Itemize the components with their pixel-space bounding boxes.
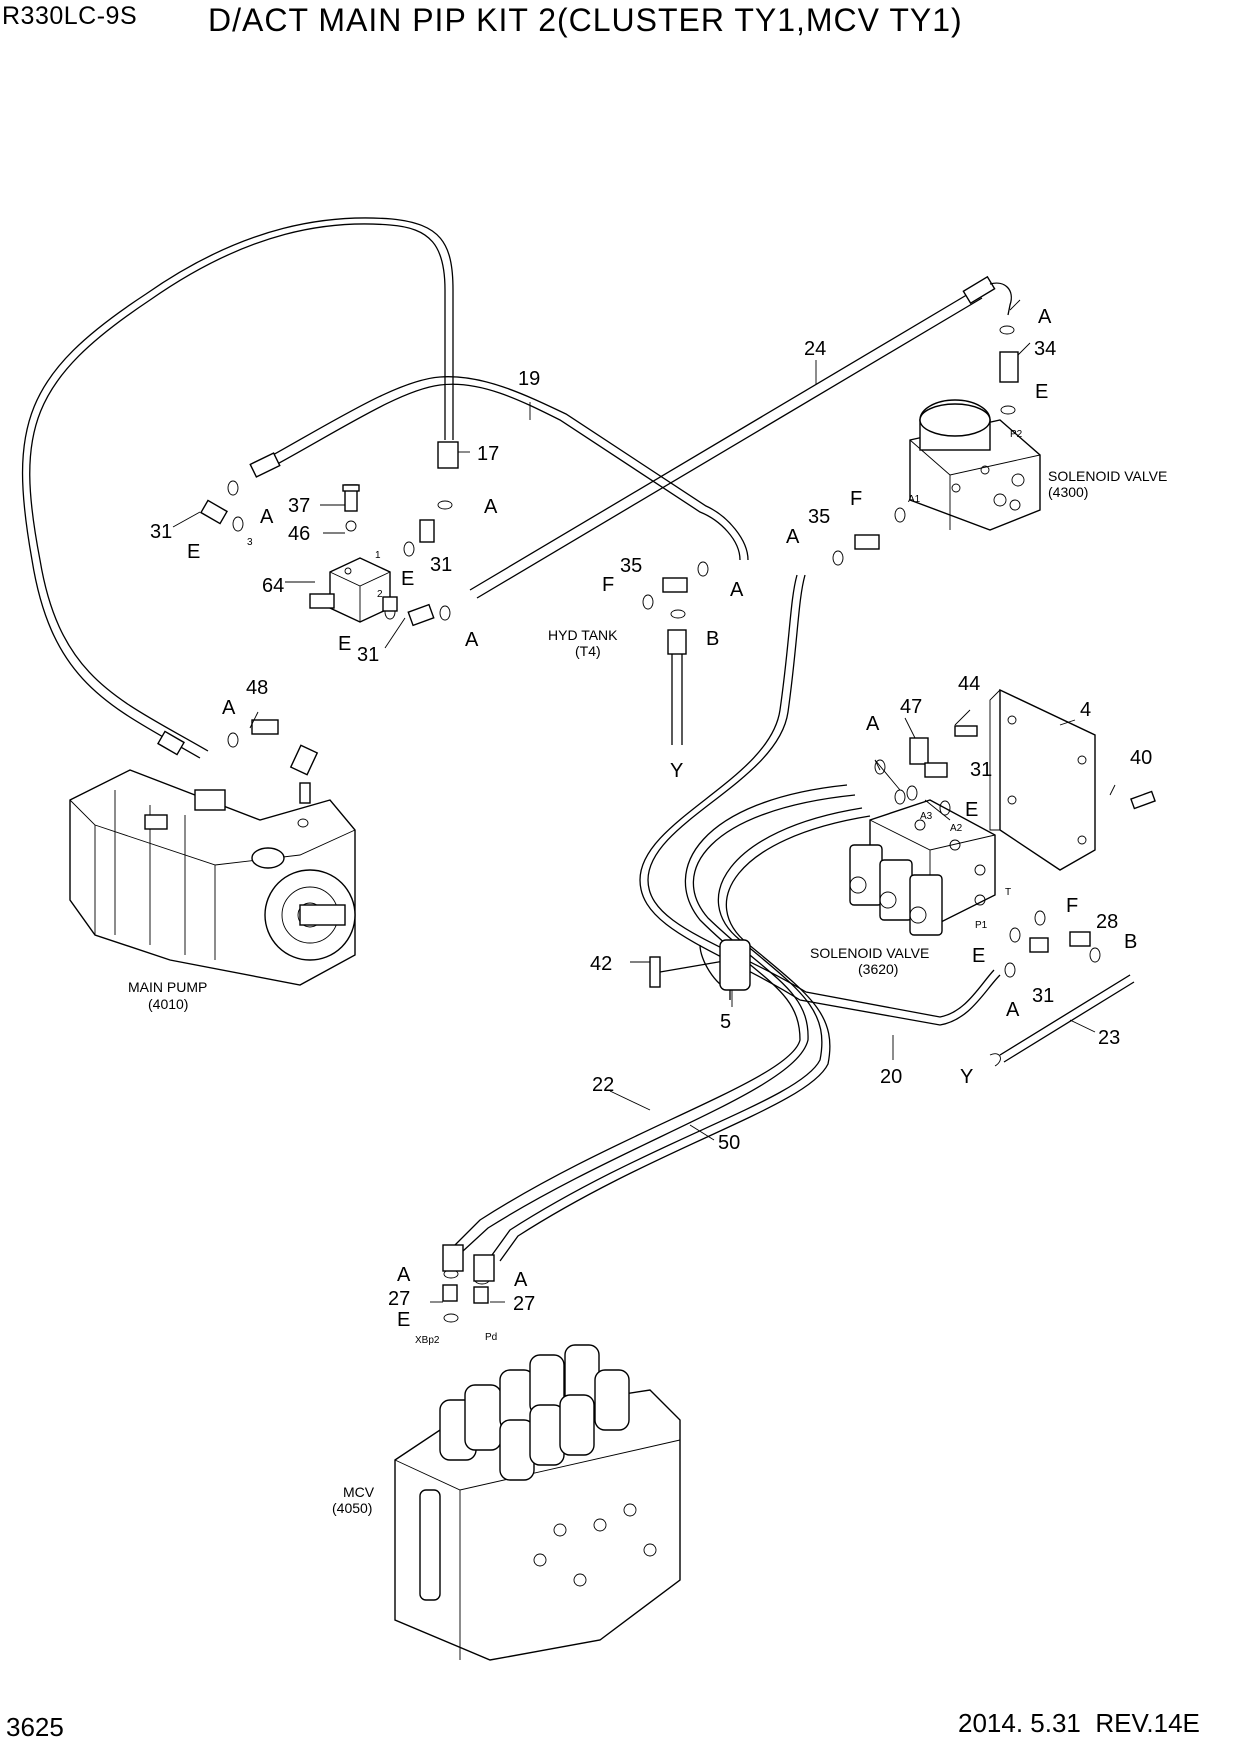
mcv-code: (4050) [332, 1500, 372, 1516]
callout-42: 42 [590, 953, 612, 975]
callout-4: 4 [1080, 699, 1091, 721]
hose-20 [639, 574, 1001, 1026]
callout-a4: A [465, 629, 479, 651]
callout-y1: Y [670, 760, 683, 782]
mcv-4050 [394, 1344, 681, 1661]
callout-b2: B [1124, 931, 1137, 953]
callout-e6: E [972, 945, 985, 967]
block-port-1: 1 [375, 550, 381, 561]
callout-31-d: 31 [970, 759, 992, 781]
solenoid-valve-4300 [909, 399, 1041, 531]
callout-35-a: 35 [620, 555, 642, 577]
callout-y2: Y [960, 1066, 973, 1088]
callout-e4: E [338, 633, 351, 655]
solenoid-valve-3620-code: (3620) [858, 961, 898, 977]
callout-a1: A [1038, 306, 1052, 328]
callout-a10: A [397, 1264, 411, 1286]
port-p1: P1 [975, 920, 988, 931]
callout-a8: A [866, 713, 880, 735]
callout-a2: A [260, 506, 274, 528]
hose-19 [269, 383, 741, 561]
callout-23: 23 [1098, 1027, 1120, 1049]
mounting-plate-4 [989, 688, 1096, 871]
callout-f3: F [1066, 895, 1078, 917]
leader-lines [172, 299, 1116, 1303]
port-a1: A1 [908, 494, 921, 505]
callout-34: 34 [1034, 338, 1056, 360]
callout-a6: A [786, 526, 800, 548]
hose-17 [29, 223, 446, 752]
hose-24 [469, 289, 976, 591]
hyd-tank-code: (T4) [575, 643, 601, 659]
fittings [200, 325, 1156, 1323]
port-a2: A2 [950, 823, 963, 834]
callout-27-b: 27 [513, 1293, 535, 1315]
model-number: R330LC-9S [2, 2, 138, 30]
main-pump-code: (4010) [148, 996, 188, 1012]
port-p2: P2 [1010, 429, 1023, 440]
callout-31-e: 31 [1032, 985, 1054, 1007]
callout-24: 24 [804, 338, 826, 360]
block-port-3: 3 [247, 537, 253, 548]
hyd-tank-label: HYD TANK [548, 627, 618, 643]
main-pump-label: MAIN PUMP [128, 979, 207, 995]
callout-50: 50 [718, 1132, 740, 1154]
callout-44: 44 [958, 673, 980, 695]
callout-b1: B [706, 628, 719, 650]
callout-e2: E [187, 541, 200, 563]
callout-48: 48 [246, 677, 268, 699]
port-xbp2: XBp2 [415, 1335, 440, 1346]
callout-22: 22 [592, 1074, 614, 1096]
callout-20: 20 [880, 1066, 902, 1088]
callout-31-a: 31 [150, 521, 172, 543]
solenoid-valve-3620 [849, 799, 996, 936]
solenoid-valve-4300-label: SOLENOID VALVE [1048, 468, 1167, 484]
callout-a11: A [514, 1269, 528, 1291]
block-port-2: 2 [377, 589, 383, 600]
callout-f1: F [602, 574, 614, 596]
callout-5: 5 [720, 1011, 731, 1033]
callout-19: 19 [518, 368, 540, 390]
callout-a7: A [222, 697, 236, 719]
callout-31-c: 31 [357, 644, 379, 666]
callout-35-b: 35 [808, 506, 830, 528]
callout-31-b: 31 [430, 554, 452, 576]
callout-17: 17 [477, 443, 499, 465]
callout-e1: E [1035, 381, 1048, 403]
callout-46: 46 [288, 523, 310, 545]
callout-f2: F [850, 488, 862, 510]
callout-a3: A [484, 496, 498, 518]
solenoid-valve-4300-code: (4300) [1048, 484, 1088, 500]
callout-28: 28 [1096, 911, 1118, 933]
mcv-label: MCV [343, 1484, 375, 1500]
revision-date: 2014. 5.31 REV.14E [958, 1708, 1200, 1738]
callout-27-a: 27 [388, 1288, 410, 1310]
main-pump-4010 [69, 769, 356, 986]
callout-64: 64 [262, 575, 284, 597]
callout-a5: A [730, 579, 744, 601]
port-pd: Pd [485, 1332, 497, 1343]
port-t: T [1005, 887, 1011, 898]
hose-22 [454, 784, 848, 1246]
page-number: 3625 [6, 1712, 64, 1742]
callout-e7: E [397, 1309, 410, 1331]
callout-47: 47 [900, 696, 922, 718]
port-a3: A3 [920, 811, 933, 822]
callout-e3: E [401, 568, 414, 590]
hose-17-fitting [437, 441, 459, 469]
hose-50 [491, 807, 863, 1256]
page-title: D/ACT MAIN PIP KIT 2(CLUSTER TY1,MCV TY1… [208, 2, 963, 38]
callout-a9: A [1006, 999, 1020, 1021]
callout-e5: E [965, 799, 978, 821]
callout-37: 37 [288, 495, 310, 517]
solenoid-valve-3620-label: SOLENOID VALVE [810, 945, 929, 961]
callout-40: 40 [1130, 747, 1152, 769]
